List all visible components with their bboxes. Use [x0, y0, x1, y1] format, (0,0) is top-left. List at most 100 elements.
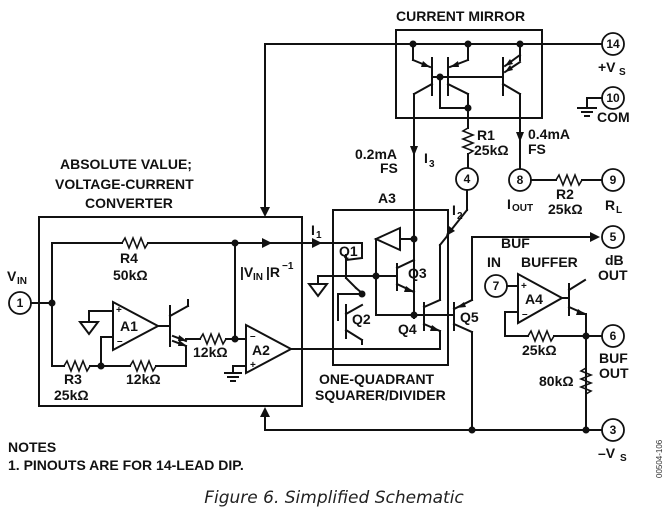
fs-left-label2: FS: [380, 160, 398, 176]
abs-value-block: ABSOLUTE VALUE; VOLTAGE-CURRENT CONVERTE…: [38, 156, 303, 407]
vin-r-label: |V IN |R −1: [240, 261, 294, 283]
svg-text:–: –: [117, 336, 123, 347]
svg-text:S: S: [619, 67, 626, 78]
squarer-title-2: SQUARER/DIVIDER: [315, 387, 446, 403]
junction-dot: [582, 332, 590, 340]
svg-text:R4: R4: [120, 250, 138, 266]
svg-text:3: 3: [610, 423, 617, 437]
note-1: 1. PINOUTS ARE FOR 14-LEAD DIP.: [8, 457, 244, 473]
svg-text:R2: R2: [556, 186, 574, 202]
svg-text:25kΩ: 25kΩ: [54, 387, 89, 403]
svg-text:−1: −1: [282, 261, 294, 272]
transistor-q2: Q2: [337, 293, 371, 345]
svg-text:1: 1: [17, 296, 24, 310]
junction-dot: [97, 362, 105, 370]
pin-9: 9 R L: [601, 168, 625, 216]
transistor-q1: Q1: [324, 242, 364, 279]
svg-text:R: R: [605, 197, 615, 213]
squarer-title-1: ONE-QUADRANT: [319, 371, 435, 387]
abs-value-box: [38, 216, 303, 407]
transistor-q4: Q4: [398, 233, 455, 350]
svg-text:|V: |V: [240, 264, 254, 280]
abs-title-3: CONVERTER: [85, 195, 173, 211]
notes-title: NOTES: [8, 439, 56, 455]
svg-text:A1: A1: [120, 318, 138, 334]
pin-1: V IN 1: [7, 268, 32, 315]
i3-sub: 3: [429, 159, 435, 170]
opamp-a2: A2 – +: [224, 323, 441, 382]
svg-text:L: L: [616, 205, 622, 216]
transistor-q3: Q3: [375, 258, 427, 319]
pin-7: 7: [484, 274, 508, 298]
svg-text:6: 6: [610, 329, 617, 343]
svg-text:COM: COM: [597, 109, 630, 125]
opamp-a4: A4 + – 25kΩ: [504, 272, 603, 431]
mirror-transistor-left: [411, 43, 434, 141]
junction-dot: [468, 426, 476, 434]
svg-text:–: –: [250, 331, 256, 342]
svg-text:7: 7: [493, 279, 500, 293]
svg-text:12kΩ: 12kΩ: [193, 344, 228, 360]
i3-label: I: [424, 150, 428, 166]
vs-arrow-abs: [260, 207, 270, 217]
pin-14: 14 +V S: [598, 32, 626, 78]
svg-text:80kΩ: 80kΩ: [539, 373, 574, 389]
opamp-a1: A1 + –: [78, 300, 161, 366]
fs-left-label: 0.2mA: [355, 146, 397, 162]
svg-text:+: +: [250, 360, 256, 371]
svg-text:A2: A2: [252, 342, 270, 358]
svg-text:R1: R1: [477, 127, 495, 143]
svg-text:V: V: [7, 268, 17, 284]
svg-text:5: 5: [610, 230, 617, 244]
svg-text:12kΩ: 12kΩ: [126, 371, 161, 387]
i1-label: I: [311, 222, 315, 238]
resistor-12k-a: 12kΩ: [193, 331, 247, 360]
junction-dot: [582, 426, 590, 434]
svg-text:Q2: Q2: [352, 311, 371, 327]
pin-3: 3 –V S: [598, 418, 627, 464]
squarer-box: [332, 209, 449, 366]
resistor-r2: R2 25kΩ: [530, 172, 603, 217]
a1-output-transistor: [157, 299, 201, 366]
i1-arrow-inner: [262, 238, 272, 248]
svg-text:25kΩ: 25kΩ: [548, 201, 583, 217]
svg-text:OUT: OUT: [598, 267, 628, 283]
svg-text:25kΩ: 25kΩ: [522, 342, 557, 358]
svg-text:S: S: [620, 453, 627, 464]
abs-title-1: ABSOLUTE VALUE;: [60, 156, 192, 172]
svg-text:IN: IN: [17, 276, 27, 287]
transistor-q5: Q5: [452, 236, 479, 431]
svg-text:8: 8: [517, 173, 524, 187]
resistor-80k: 80kΩ: [539, 367, 594, 395]
current-mirror-label: CURRENT MIRROR: [396, 8, 525, 24]
svg-text:OUT: OUT: [599, 365, 629, 381]
i2-sub: 2: [457, 211, 463, 222]
svg-text:+: +: [116, 305, 122, 316]
ground-icon: [307, 283, 329, 298]
svg-text:OUT: OUT: [512, 203, 533, 214]
svg-text:+: +: [521, 281, 527, 292]
svg-text:9: 9: [610, 173, 617, 187]
current-mirror-block: CURRENT MIRROR: [264, 8, 602, 171]
buf-in-label-top: BUF: [501, 235, 530, 251]
svg-text:BUF: BUF: [599, 350, 628, 366]
svg-text:–: –: [522, 309, 528, 320]
buf-in-label: IN: [487, 254, 501, 270]
resistor-r1: R1 25kΩ: [460, 107, 509, 169]
svg-text:R3: R3: [64, 371, 82, 387]
pin-4: 4: [455, 167, 479, 191]
svg-text:Q4: Q4: [398, 321, 417, 337]
i1-sub: 1: [316, 230, 322, 241]
svg-text:I: I: [507, 196, 511, 212]
a3-label: A3: [378, 190, 396, 206]
svg-text:dB: dB: [605, 252, 624, 268]
a3-buffer-amp: [373, 226, 401, 252]
iout-arrow: [516, 132, 524, 142]
ground-icon: [78, 321, 100, 336]
resistor-12k-b: 12kΩ: [126, 358, 187, 387]
svg-text:|R: |R: [266, 264, 280, 280]
svg-text:Q5: Q5: [460, 309, 479, 325]
wire: [344, 276, 358, 290]
figure-caption: Figure 6. Simplified Schematic: [204, 488, 464, 508]
db-out-arrow: [590, 232, 600, 242]
